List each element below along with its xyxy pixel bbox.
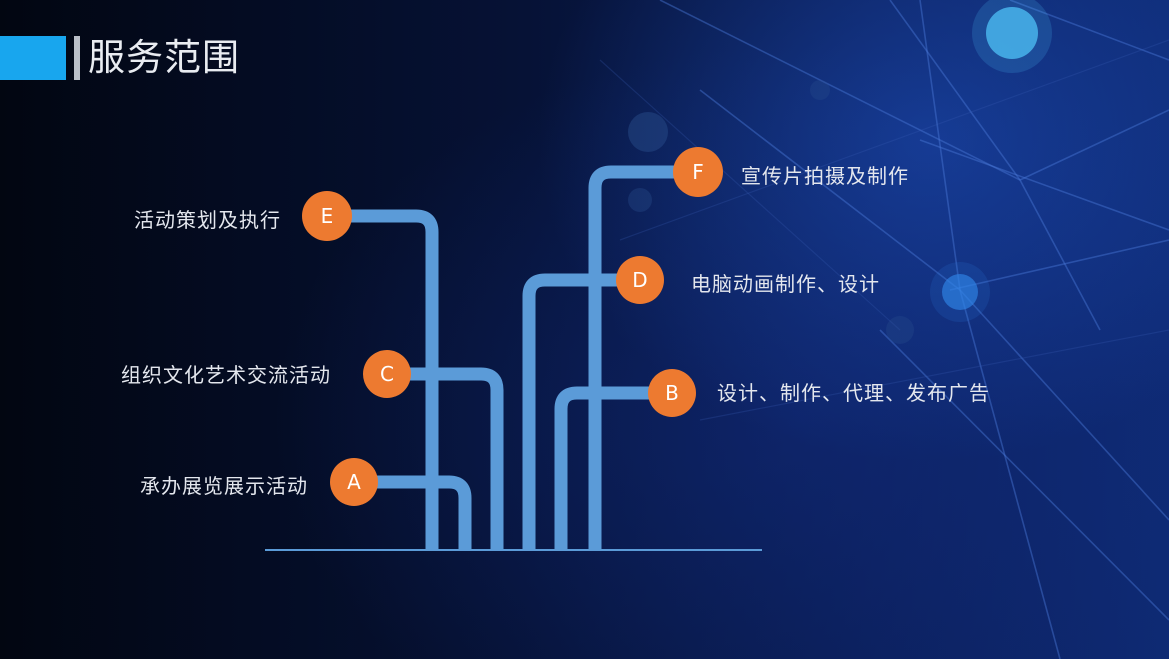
label-c: 组织文化艺术交流活动 [121,363,331,387]
node-f: F [673,147,723,197]
label-b: 设计、制作、代理、发布广告 [717,381,990,405]
title-divider-bar [74,36,80,80]
page-title: 服务范围 [88,36,240,79]
node-c: C [363,350,411,398]
pipe-d [522,273,640,550]
glow-dots-decoration [628,0,1052,344]
node-letter: B [665,381,679,405]
label-a: 承办展览展示活动 [140,474,308,498]
pipe-b [554,386,672,550]
label-d: 电脑动画制作、设计 [691,272,880,296]
pipe-a [365,475,472,550]
node-letter: F [692,160,704,184]
node-letter: E [321,204,334,228]
node-d: D [616,256,664,304]
label-e: 活动策划及执行 [134,208,281,232]
label-f: 宣传片拍摄及制作 [741,164,909,188]
pipe-c [400,367,504,550]
pipe-e [340,209,439,550]
pipe-f [588,165,698,550]
node-letter: C [380,362,394,386]
node-letter: D [632,268,647,292]
node-e: E [302,191,352,241]
node-b: B [648,369,696,417]
title-accent-block [0,36,66,80]
node-a: A [330,458,378,506]
node-letter: A [347,470,361,494]
